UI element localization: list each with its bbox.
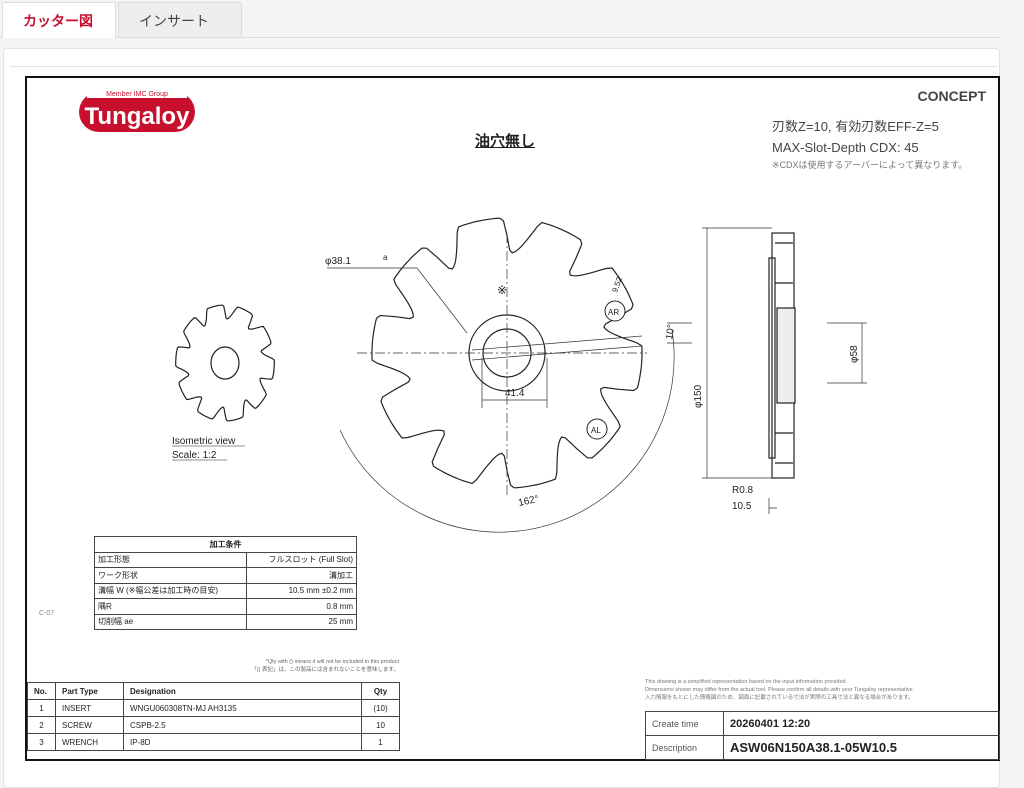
condition-value: 25 mm [246, 613, 357, 630]
description-value: ASW06N150A38.1-05W10.5 [723, 735, 1000, 760]
table-cell: INSERT [55, 699, 124, 717]
disclaimer-line: 入力情報をもとにした簡略図のため、図面に記載されている寸法が実際の工具寸法と異な… [645, 695, 914, 701]
drawing-sheet: Member IMC Group Tungaloy CONCEPT 刃数Z=10… [25, 76, 1000, 761]
col-designation: Designation [123, 682, 362, 700]
table-cell: 10 [361, 716, 400, 734]
dim-al: AL [591, 426, 601, 435]
dim-58: φ58 [849, 345, 860, 363]
slot-depth-spec: MAX-Slot-Depth CDX: 45 [772, 140, 919, 155]
dim-150: φ150 [693, 384, 704, 408]
qty-note-ja: 「() 表記」は、この製品には含まれないことを意味します。 [251, 667, 399, 673]
condition-value: 0.8 mm [246, 598, 357, 615]
table-cell: (10) [361, 699, 400, 717]
condition-value: 溝加工 [246, 567, 357, 584]
dim-angle-162: 162° [517, 494, 540, 509]
svg-text:Tungaloy: Tungaloy [85, 103, 191, 130]
dim-width: 10.5 [732, 501, 752, 512]
col-qty: Qty [361, 682, 400, 700]
iso-view-label: Isometric view [172, 436, 236, 447]
create-time-label: Create time [645, 711, 724, 736]
dim-angle-10: 10° [664, 324, 677, 341]
dim-bore: φ38.1 [325, 256, 351, 267]
conditions-title: 加工条件 [94, 536, 357, 553]
condition-row: ワーク形状溝加工 [93, 567, 357, 584]
table-cell: 2 [27, 716, 56, 734]
table-cell: CSPB-2.5 [123, 716, 362, 734]
condition-value: フルスロット (Full Slot) [246, 551, 357, 568]
col-part-type: Part Type [55, 682, 124, 700]
table-cell: WRENCH [55, 733, 124, 751]
table-cell: 1 [361, 733, 400, 751]
dimension-lines [327, 227, 867, 533]
tungaloy-logo: Member IMC Group Tungaloy [79, 88, 195, 132]
table-cell: IP-8D [123, 733, 362, 751]
iso-outline [175, 304, 275, 422]
table-cell: WNGU060308TN-MJ AH3135 [123, 699, 362, 717]
cutter-isometric-view [175, 304, 275, 422]
table-cell: SCREW [55, 716, 124, 734]
disclaimer-line: Dimensions shown may differ from the act… [645, 687, 915, 693]
condition-key: 切削幅 ae [93, 613, 248, 630]
table-cell: 1 [27, 699, 56, 717]
iso-bore [210, 346, 240, 380]
side-view [768, 232, 796, 479]
disclaimer-line: This drawing is a simplified representat… [645, 679, 848, 685]
col-no: No. [27, 682, 56, 700]
create-time-value: 20260401 12:20 [723, 711, 1000, 736]
svg-text:Member IMC Group: Member IMC Group [106, 91, 168, 98]
table-cell: 3 [27, 733, 56, 751]
teeth-spec: 刃数Z=10, 有効刃数EFF-Z=5 [772, 119, 939, 134]
qty-note-en: *Qty with () means it will not be includ… [265, 659, 399, 665]
condition-key: 溝幅 W (※幅公差は加工時の目安) [93, 582, 248, 599]
drawing-title: 油穴無し [475, 133, 536, 150]
condition-row: 溝幅 W (※幅公差は加工時の目安)10.5 mm ±0.2 mm [93, 582, 357, 599]
spec-note: ※CDXは使用するアーバーによって異なります。 [772, 160, 968, 170]
status-label: CONCEPT [917, 88, 986, 104]
dim-41-4: 41.4 [505, 388, 525, 399]
dim-ar: AR [608, 308, 619, 317]
dim-r08: R0.8 [732, 485, 754, 496]
condition-key: 隅R [93, 598, 248, 615]
spec-info: 刃数Z=10, 有効刃数EFF-Z=5 MAX-Slot-Depth CDX: … [772, 116, 967, 172]
dim-a: a [383, 253, 388, 262]
drawing-code: C-07 [39, 610, 55, 617]
disclaimer: This drawing is a simplified representat… [645, 678, 914, 702]
dim-keyway: 9.52 [610, 275, 624, 293]
technical-drawing: φ38.1 a ※ 9.52 AR 10° 41.4 AL 162° φ150 … [172, 217, 867, 533]
tab-insert-drawing[interactable]: インサート図面 [118, 2, 242, 65]
condition-key: ワーク形状 [93, 567, 248, 584]
tab-cutter-drawing[interactable]: カッター図面 [2, 2, 116, 65]
dim-mark: ※ [497, 283, 507, 297]
machining-conditions-table: 加工条件 加工形態フルスロット (Full Slot)ワーク形状溝加工溝幅 W … [93, 536, 357, 630]
condition-value: 10.5 mm ±0.2 mm [246, 582, 357, 599]
condition-key: 加工形態 [93, 551, 248, 568]
description-label: Description [645, 735, 724, 760]
qty-note: *Qty with () means it will not be includ… [177, 658, 399, 674]
condition-row: 加工形態フルスロット (Full Slot) [93, 551, 357, 568]
tab-bar: カッター図面 インサート図面 [0, 0, 1000, 65]
scale-label: Scale: 1:2 [172, 450, 217, 461]
